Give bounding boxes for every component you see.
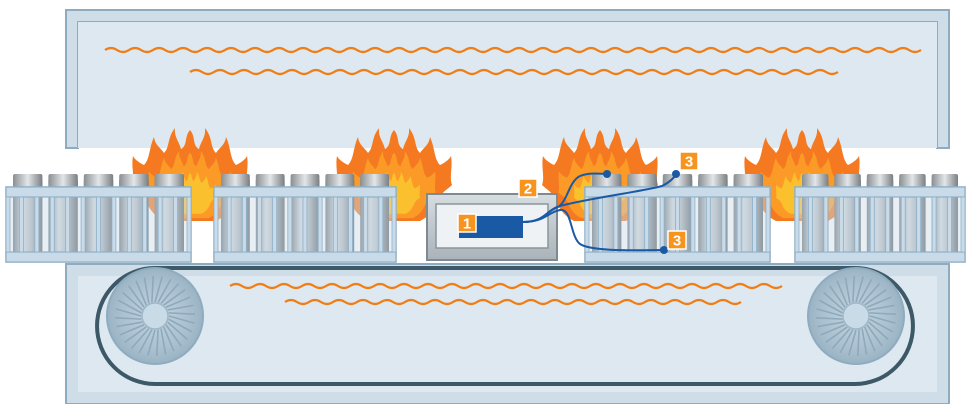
- callout-label: 3: [685, 154, 693, 171]
- conveyor-belt: [95, 266, 915, 386]
- heat-wave-icon: [229, 282, 783, 290]
- product-rack: [794, 174, 966, 263]
- heat-wave-icon: [189, 68, 839, 76]
- probe-tip: [603, 170, 611, 178]
- callout-label: 3: [673, 233, 681, 250]
- callout-label: 1: [463, 216, 471, 233]
- probe-tip: [660, 246, 668, 254]
- callout-probe-bottom: 3: [667, 230, 687, 250]
- heat-wave-icon: [104, 46, 922, 54]
- callout-logger-housing: 2: [518, 178, 538, 198]
- product-rack: [213, 174, 397, 263]
- data-logger: [426, 193, 558, 261]
- heat-wave-group: [104, 46, 922, 306]
- pulley-wheel-icon: [106, 267, 204, 365]
- product-rack: [5, 174, 192, 263]
- conveyor: [95, 266, 915, 386]
- heat-wave-icon: [284, 298, 742, 306]
- probe-tip: [672, 170, 680, 178]
- product-racks: [5, 174, 966, 263]
- probe-wires: [522, 170, 680, 254]
- callout-logger: 1: [457, 213, 477, 233]
- callout-probe-top: 3: [679, 151, 699, 171]
- pulley-wheel-icon: [807, 267, 905, 365]
- callout-label: 2: [524, 181, 532, 198]
- product-rack: [584, 174, 771, 263]
